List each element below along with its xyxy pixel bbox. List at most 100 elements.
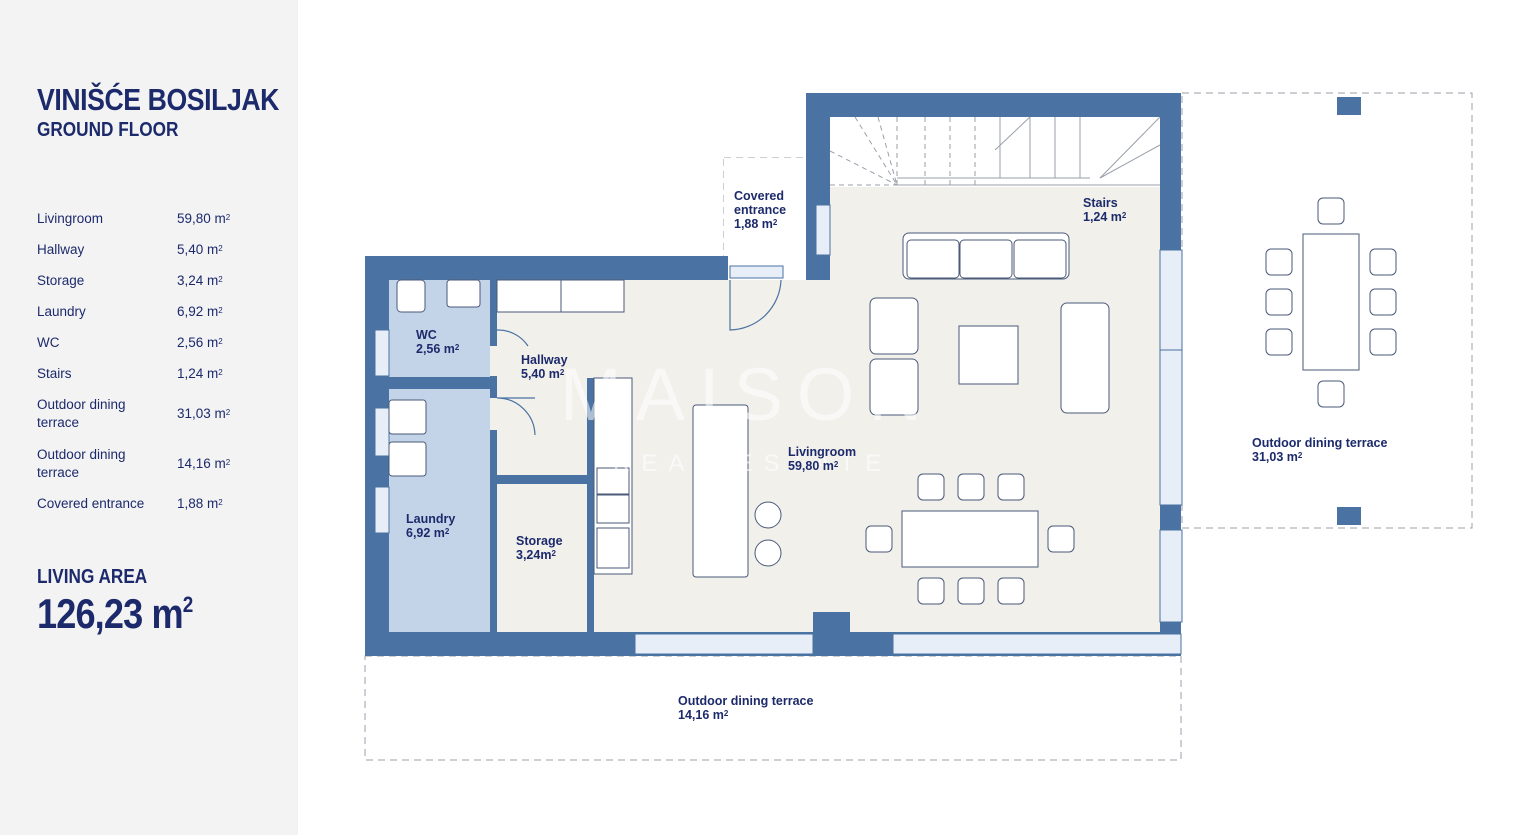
room-row: Covered entrance 1,88 m2 <box>37 495 267 526</box>
chair <box>1369 288 1397 316</box>
doors <box>496 279 782 436</box>
toilet <box>396 279 426 313</box>
watermark-brand: MAISON <box>560 353 936 436</box>
room-name: Livingroom <box>37 211 104 226</box>
sofa-cushion <box>1013 239 1067 279</box>
laundry-door <box>496 397 536 436</box>
room-area: 14,16 m2 <box>177 456 231 471</box>
dryer <box>388 441 427 477</box>
floor-subtitle: GROUND FLOOR <box>37 119 179 141</box>
chair <box>1265 248 1293 276</box>
furniture <box>388 232 1360 578</box>
wc-laundry-wall <box>389 377 490 389</box>
chair <box>1265 328 1293 356</box>
room-row: WC 2,56 m2 <box>37 334 267 365</box>
room-row: Outdoor dining terrace 14,16 m2 <box>37 446 267 495</box>
wall-gap-hall <box>490 346 497 376</box>
terrace-pillar-bottom <box>1337 507 1361 525</box>
side-sofa <box>1060 302 1110 414</box>
window <box>1159 529 1183 623</box>
room-row: Laundry 6,92 m2 <box>37 303 267 334</box>
label-laundry: Laundry 6,92 m2 <box>406 512 456 540</box>
label-livingroom: Livingroom 59,80 m2 <box>788 445 857 473</box>
label-storage: Storage 3,24m2 <box>516 534 563 562</box>
chair <box>1317 197 1345 225</box>
window <box>634 633 814 655</box>
room-name: Hallway <box>37 242 85 257</box>
window <box>374 329 390 377</box>
window <box>374 407 390 457</box>
room-name: Outdoor dining terrace <box>37 397 126 430</box>
window <box>1159 249 1183 351</box>
room-area-list: Livingroom 59,80 m2 Hallway 5,40 m2 Storag… <box>37 210 267 526</box>
room-row: Livingroom 59,80 m2 <box>37 210 267 241</box>
room-area: 1,24 m2 <box>177 366 223 381</box>
kitchen-island <box>692 404 749 578</box>
kitchen-wall <box>587 378 594 632</box>
room-name: Laundry <box>37 304 86 319</box>
room-area: 3,24 m2 <box>177 273 223 288</box>
room-area: 59,80 m2 <box>177 211 231 226</box>
armchair <box>869 358 919 416</box>
room-name: WC <box>37 335 60 350</box>
room-area: 5,40 m2 <box>177 242 223 257</box>
chair <box>917 577 945 605</box>
label-terrace-right: Outdoor dining terrace 31,03 m2 <box>1252 436 1388 464</box>
room-name: Covered entrance <box>37 496 145 511</box>
window <box>815 204 831 256</box>
chair <box>1047 525 1075 553</box>
chair <box>997 473 1025 501</box>
chair <box>865 525 893 553</box>
sink <box>596 467 630 495</box>
storage-floor <box>497 484 587 632</box>
chair <box>1265 288 1293 316</box>
label-terrace-bottom: Outdoor dining terrace 14,16 m2 <box>678 694 814 722</box>
hob <box>596 527 630 569</box>
label-hallway: Hallway 5,40 m2 <box>521 353 568 381</box>
room-area: 1,88 m2 <box>177 496 223 511</box>
room-name: Outdoor dining terrace <box>37 447 126 480</box>
wash-basin <box>446 279 481 308</box>
sofa-cushion <box>959 239 1013 279</box>
staircase-solid <box>897 116 1161 186</box>
entrance-door <box>729 279 782 331</box>
hallway-door <box>496 329 529 347</box>
window <box>892 633 1182 655</box>
room-area: 2,56 m2 <box>177 335 223 350</box>
chairs <box>865 197 1397 605</box>
watermark-tagline: REAL ESTATE <box>613 450 893 477</box>
room-row: Outdoor dining terrace 31,03 m2 <box>37 396 267 446</box>
window <box>1159 349 1183 506</box>
dining-table <box>901 510 1039 568</box>
wall-gap-laundry <box>490 398 497 430</box>
label-wc: WC 2,56 m2 <box>416 328 460 356</box>
bottom-pillar <box>813 612 850 656</box>
bar-stool <box>754 501 782 529</box>
chair <box>917 473 945 501</box>
coffee-table <box>958 325 1019 385</box>
armchair <box>869 297 919 355</box>
bar-stool <box>754 539 782 567</box>
window <box>374 486 390 534</box>
windows <box>374 204 1183 655</box>
room-area: 31,03 m2 <box>177 406 231 421</box>
room-area: 6,92 m2 <box>177 304 223 319</box>
drain-board <box>596 494 630 524</box>
terrace-right-outline <box>1181 92 1473 529</box>
wet-room-wall <box>490 280 497 632</box>
washing-machine <box>388 399 427 435</box>
terrace-table <box>1302 233 1360 371</box>
sofa-cushion <box>906 239 960 279</box>
living-area-label: LIVING AREA <box>37 566 148 588</box>
terrace-pillar-top <box>1337 97 1361 115</box>
chair <box>1369 328 1397 356</box>
chair <box>1369 248 1397 276</box>
chair <box>1317 380 1345 408</box>
chair <box>997 577 1025 605</box>
chair <box>957 577 985 605</box>
room-row: Hallway 5,40 m2 <box>37 241 267 272</box>
living-area-value: 126,23 m2 <box>37 590 193 637</box>
